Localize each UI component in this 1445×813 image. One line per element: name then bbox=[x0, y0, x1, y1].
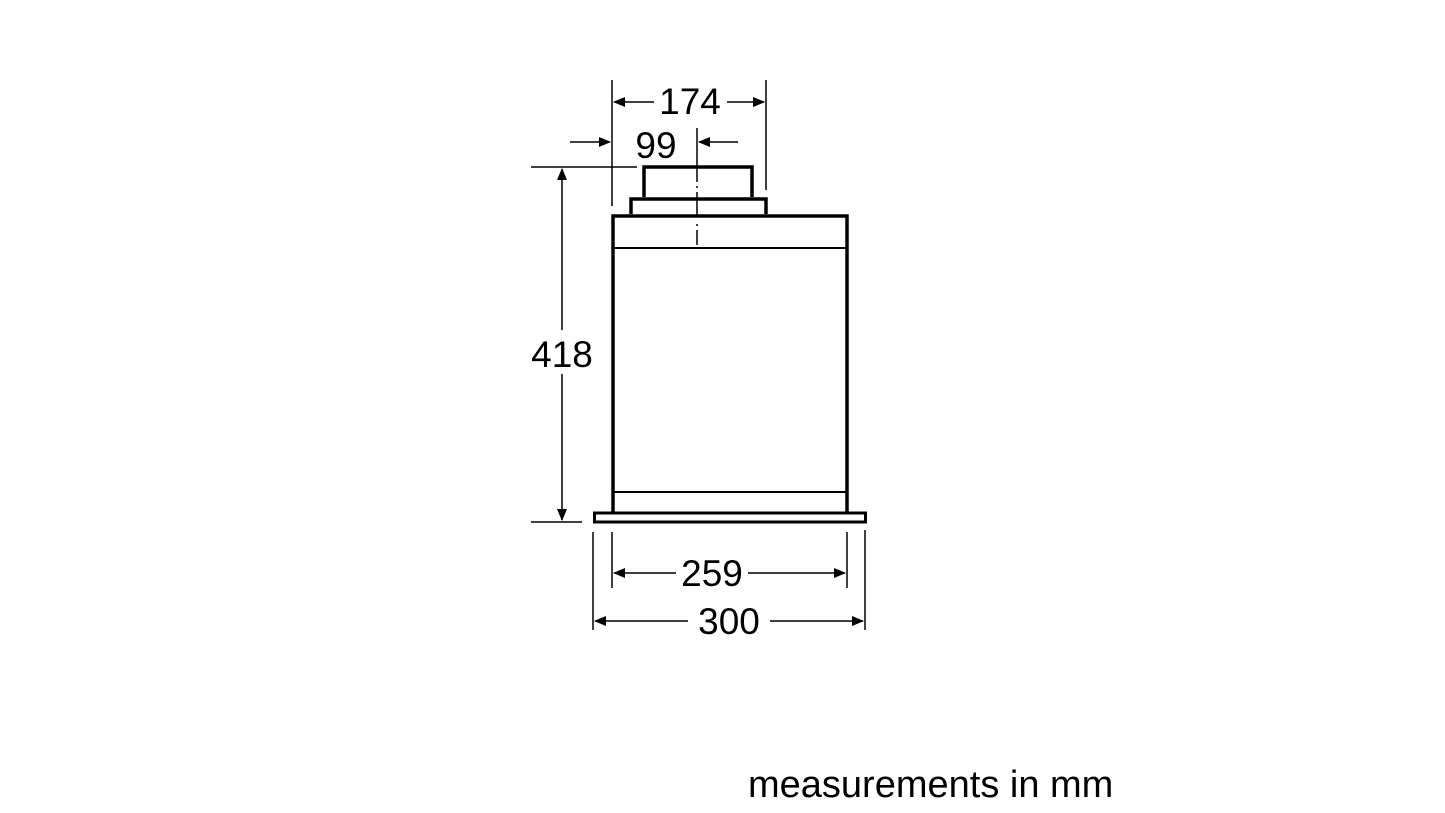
dimension-body-width bbox=[611, 532, 848, 588]
dimension-overall-height bbox=[531, 166, 637, 523]
dim-label-418: 418 bbox=[531, 334, 593, 375]
dimension-top-width bbox=[611, 80, 767, 206]
units-caption: measurements in mm bbox=[748, 764, 1114, 806]
unit-outline bbox=[593, 165, 867, 524]
dim-label-300: 300 bbox=[698, 601, 760, 642]
dimension-overall-width bbox=[592, 530, 866, 630]
dim-label-174: 174 bbox=[659, 81, 721, 122]
dim-label-259: 259 bbox=[681, 553, 743, 594]
dim-label-99: 99 bbox=[635, 125, 676, 166]
